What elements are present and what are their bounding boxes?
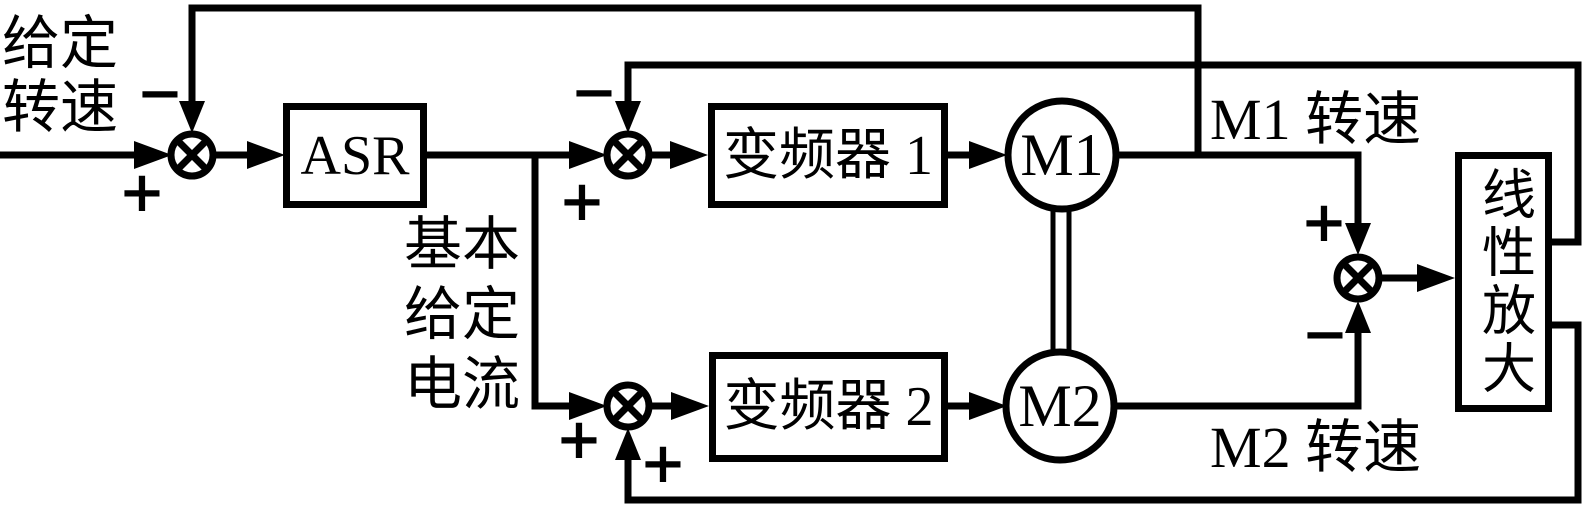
wire-m2-output: [1114, 330, 1362, 410]
wire-amplifier-feedback-lower: [624, 321, 1582, 504]
linear-amplifier-block-label: 线性放大: [1473, 166, 1534, 398]
arrow-into-sj2-north: [615, 101, 641, 133]
arrow-into-sj2-west: [569, 141, 607, 169]
arrow-into-inverter2: [671, 392, 709, 420]
asr-block-label: ASR: [300, 124, 410, 187]
base-current-label: 基本给定电流: [404, 212, 521, 417]
arrow-into-inverter1: [670, 141, 708, 169]
wire-base-current-branch: [531, 152, 572, 410]
sj3-plus-feedback-sign: +: [639, 430, 687, 496]
sj2-plus-sign: +: [558, 168, 606, 234]
arrow-into-m2: [969, 392, 1007, 420]
motor1-circle: [1004, 97, 1120, 213]
summing-junction-inverter1: [603, 130, 653, 180]
arrow-into-sj3-west: [569, 392, 607, 420]
sj3-plus-main-sign: +: [555, 406, 603, 472]
arrow-into-sj1-west: [134, 141, 172, 169]
arrow-into-sj1-north: [179, 101, 205, 133]
arrow-into-m1: [969, 141, 1007, 169]
motor1-label: M1: [1020, 122, 1104, 188]
sj1-plus-sign: +: [118, 159, 166, 225]
arrow-into-sj4-south: [1345, 301, 1371, 333]
wire-m1-output: [1117, 151, 1362, 226]
wire-amplifier-feedback-upper: [624, 61, 1582, 246]
m1-speed-label: M1 转速: [1210, 87, 1422, 152]
wire-m1-speed-feedback-top: [188, 4, 1202, 155]
summing-junction-speed-difference: [1333, 253, 1383, 303]
arrow-into-sj4-north: [1345, 223, 1371, 255]
linear-amplifier-block: 线性放大: [1455, 152, 1552, 412]
arrow-into-asr: [247, 141, 285, 169]
m2-speed-label: M2 转速: [1210, 415, 1422, 480]
inverter2-block-label: 变频器 2: [723, 376, 934, 438]
sj2-minus-sign: −: [570, 59, 618, 125]
summing-junction-speed: [167, 130, 217, 180]
motor2-circle: [1002, 348, 1118, 464]
summing-junction-inverter2: [603, 381, 653, 431]
arrow-into-amplifier: [1417, 264, 1455, 292]
motor2-label: M2: [1018, 373, 1102, 439]
arrow-into-sj3-south: [615, 428, 641, 460]
given-speed-label: 给定转速: [2, 11, 119, 140]
inverter1-block-label: 变频器 1: [723, 124, 933, 187]
asr-block: ASR: [283, 103, 427, 208]
inverter2-block: 变频器 2: [709, 352, 948, 462]
sj4-minus-sign: −: [1301, 301, 1349, 367]
inverter1-block: 变频器 1: [708, 103, 948, 208]
sj4-plus-sign: +: [1300, 189, 1348, 255]
sj1-minus-sign: −: [136, 60, 184, 126]
